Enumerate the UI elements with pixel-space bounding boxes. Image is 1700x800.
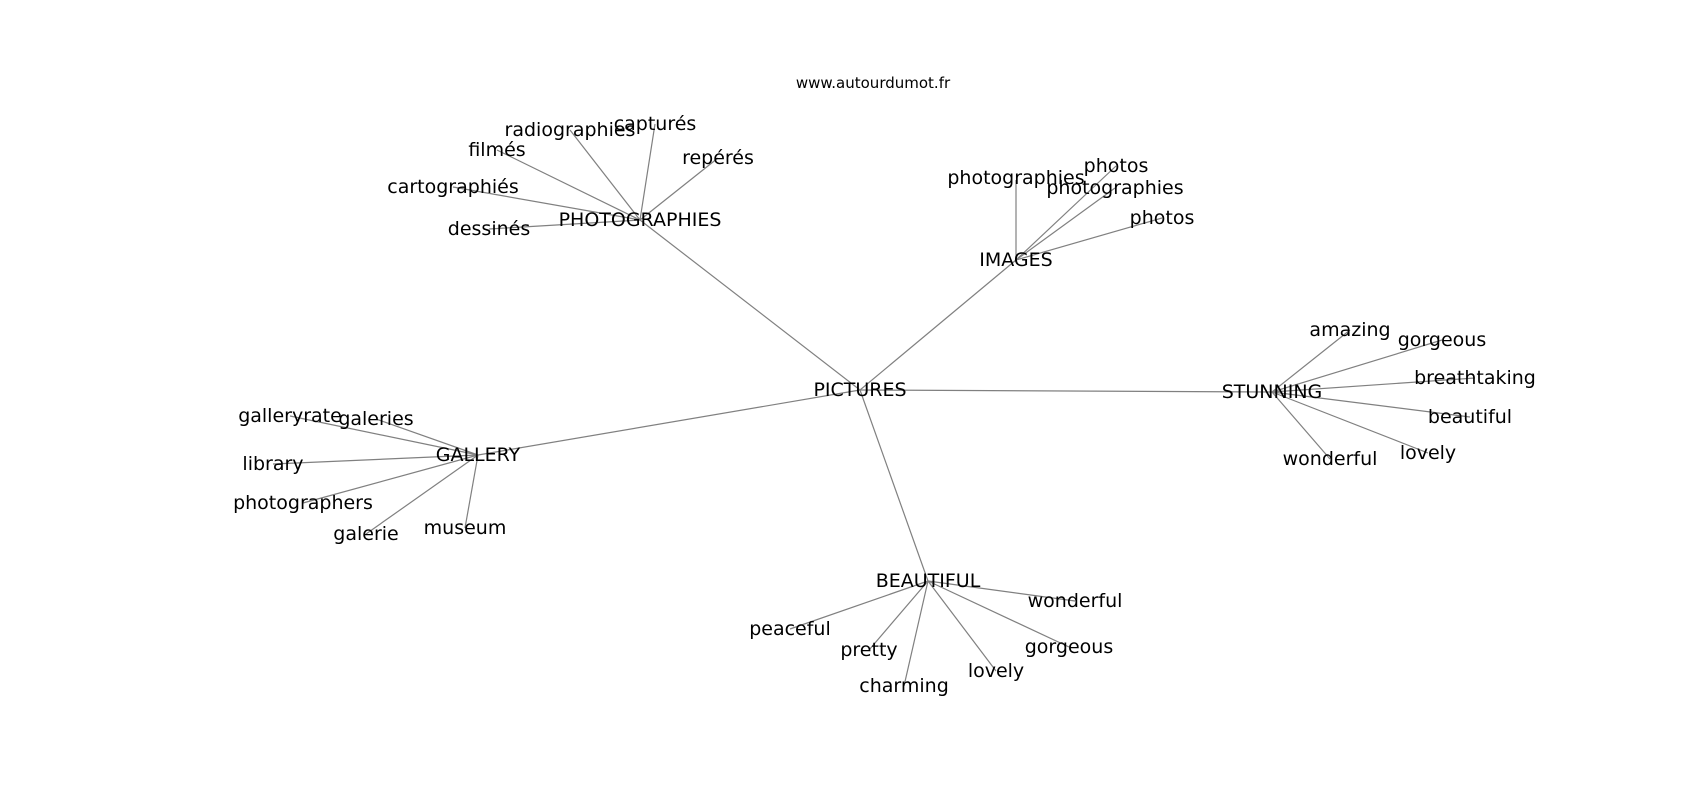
leaf-node-label: galleryrate [238,405,342,427]
leaf-edge [639,123,656,221]
leaf-edge [1015,165,1117,261]
leaf-edge [302,454,479,504]
leaf-node-label: library [242,453,303,475]
hub-node-label: IMAGES [979,249,1052,271]
leaf-node-label: galerie [333,523,398,545]
leaf-node-label: amazing [1309,319,1390,341]
leaf-edge [1271,391,1429,454]
leaf-node-label: lovely [1400,442,1456,464]
leaf-node-label: charming [859,675,949,697]
leaf-node-label: peaceful [749,618,831,640]
leaf-node-label: photographies [947,167,1084,189]
leaf-node-label: photographies [1046,177,1183,199]
hub-node-label: STUNNING [1222,381,1323,403]
leaf-edge [365,454,479,535]
leaf-edge [1271,339,1443,393]
leaf-edge [1271,329,1351,393]
root-edge [859,259,1017,391]
leaf-node-label: lovely [968,660,1024,682]
leaf-edge [1271,391,1331,460]
root-edge [639,219,861,391]
leaf-node-label: beautiful [1428,406,1512,428]
leaf-node-label: filmés [468,139,525,161]
labels: PICTURES PHOTOGRAPHIES radiographiescaptur… [233,113,1536,697]
hub-node-label: BEAUTIFUL [876,570,981,592]
leaf-node-label: breathtaking [1414,367,1536,389]
leaf-node-label: pretty [840,639,897,661]
leaf-node-label: galeries [338,408,413,430]
root-edge [477,389,861,456]
hub-node-label: GALLERY [436,444,521,466]
leaf-node-label: photos [1130,207,1195,229]
leaf-node-label: museum [424,517,507,539]
site-credit: www.autourdumot.fr [796,74,951,92]
leaf-edge [639,157,719,221]
leaf-node-label: cartographiés [387,176,518,198]
leaf-edge [1015,187,1116,261]
leaf-edge [927,580,1070,648]
leaf-edge [1271,391,1471,418]
leaf-edge [488,219,641,230]
leaf-edge [496,149,641,221]
leaf-node-label: photographers [233,492,373,514]
leaf-edge [1271,377,1476,393]
leaf-node-label: capturés [614,113,697,135]
leaf-edge [927,580,1076,602]
leaf-edge [464,454,479,529]
root-node-label: PICTURES [813,379,906,401]
leaf-edge [927,580,997,672]
leaf-node-label: gorgeous [1398,329,1486,351]
leaf-node-label: radiographies [505,119,636,141]
leaf-node-label: wonderful [1028,590,1123,612]
leaf-edge [569,129,641,221]
leaf-edge [789,580,929,630]
root-edge [859,389,1273,393]
edges [272,123,1476,687]
leaf-node-label: dessinés [448,218,530,240]
leaf-edge [289,415,479,456]
leaf-node-label: wonderful [1283,448,1378,470]
leaf-edge [868,580,929,651]
root-edge [859,389,929,582]
leaf-node-label: photos [1084,155,1149,177]
leaf-edge [452,186,641,221]
leaf-edge [375,418,479,456]
leaf-node-label: gorgeous [1025,636,1113,658]
leaf-edge [1015,217,1163,261]
leaf-edge [272,454,479,465]
leaf-edge [903,580,929,687]
hub-node-label: PHOTOGRAPHIES [559,209,722,231]
leaf-node-label: repérés [682,147,754,169]
